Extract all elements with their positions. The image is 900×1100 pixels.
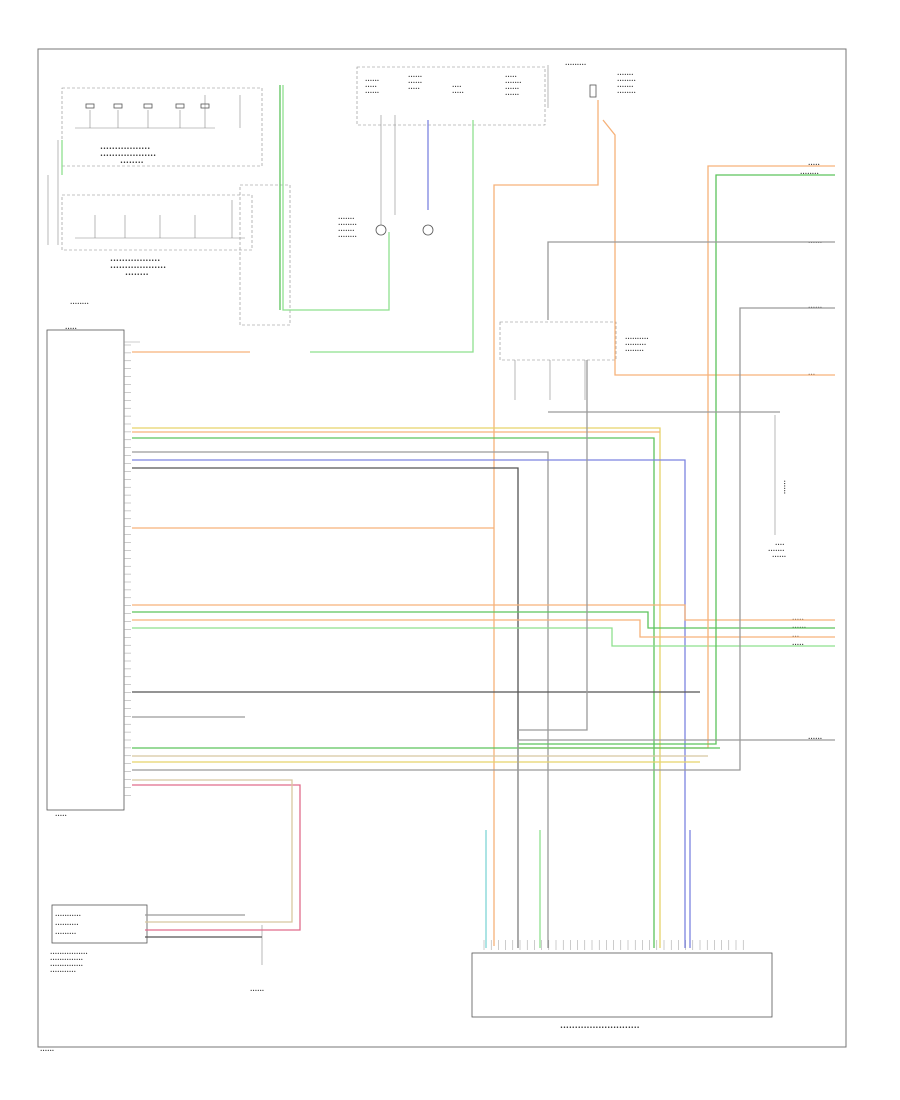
svg-text:••••••: •••••• (505, 92, 519, 97)
svg-text:•••••••: ••••••• (617, 72, 634, 77)
svg-text:••••••: •••••• (250, 988, 264, 993)
svg-text:•••••: ••••• (792, 642, 804, 647)
svg-text:••••••: •••••• (772, 554, 786, 559)
svg-text:••••••••: •••••••• (125, 272, 149, 278)
svg-text:••••••••: •••••••• (617, 78, 636, 83)
wire-speaker-dark (132, 467, 519, 948)
svg-text:••••••: •••••• (808, 736, 822, 741)
wire-rear-orange (132, 604, 835, 621)
svg-text:•••••••••••••••••••: ••••••••••••••••••• (100, 153, 156, 159)
svg-text:••••••••: •••••••• (70, 301, 89, 306)
wire-speaker-gray (132, 451, 549, 948)
svg-text:•••••••••••••••••: ••••••••••••••••• (100, 146, 150, 152)
wire-right-top-green (518, 174, 835, 745)
svg-text:••••••: •••••• (408, 74, 422, 79)
svg-text:•••••: ••••• (55, 813, 67, 818)
wire-rear-lt-green (132, 627, 835, 647)
svg-text:•••••: ••••• (505, 74, 517, 79)
steering-column-switch: ••••••••••• •••••••••• ••••••••• •••••••… (50, 904, 264, 993)
antenna-module: •••••• •••• ••••••• •••••• (768, 415, 787, 559)
page-code: •••••• (40, 1048, 54, 1053)
svg-text:•••••••: ••••••• (768, 548, 785, 553)
wire-rear-green (132, 611, 835, 629)
svg-text:•••••: ••••• (808, 162, 820, 167)
svg-text:•••••••••••: ••••••••••• (50, 969, 76, 974)
svg-text:••••: •••• (775, 542, 784, 547)
wire-speaker-yellow (132, 427, 661, 948)
svg-text:••••••••••: •••••••••• (625, 336, 649, 341)
radio-module-connector: •••••••• ••••• ••••• (46, 301, 140, 818)
wire-speaker-blue (132, 459, 686, 948)
svg-text:•••••••••: ••••••••• (55, 931, 76, 936)
wire-switch-to-radio-lt-green (310, 120, 474, 353)
wire-right-gray-2 (132, 307, 835, 771)
right-steering-switch-assembly: ••••••••••••••••• ••••••••••••••••••• ••… (61, 194, 253, 278)
svg-text:••••••: •••••• (365, 78, 379, 83)
left-steering-switch-assembly: ••••••••••••••••• ••••••••••••••••••• ••… (61, 87, 263, 167)
wire-gray-587 (518, 360, 588, 731)
svg-text:••••••••••••••••: •••••••••••••••• (50, 951, 88, 956)
svg-text:••••••••: •••••••• (338, 222, 357, 227)
svg-text:••••••••: •••••••• (338, 234, 357, 239)
wire-steering-lt-green (282, 85, 390, 311)
wire-speaker-green (132, 437, 655, 948)
svg-text:••••: •••• (452, 84, 461, 89)
svg-text:•••••••••: ••••••••• (565, 62, 586, 67)
svg-text:•••••: ••••• (365, 84, 377, 89)
svg-text:••••••••: •••••••• (800, 171, 819, 176)
svg-text:•••••••: ••••••• (505, 80, 522, 85)
svg-text:•••••••••••: ••••••••••• (55, 913, 81, 918)
diagram-frame (37, 48, 847, 1048)
svg-text:••••••••: •••••••• (617, 90, 636, 95)
wire-tan-loop (132, 779, 293, 923)
svg-text:•••••: ••••• (408, 86, 420, 91)
svg-text:•••••••••••••••••••: ••••••••••••••••••• (110, 265, 166, 271)
svg-text:•••••: ••••• (65, 326, 77, 331)
right-edge-connector: ••••• •••••••• •••••• •••••• ••• ••••• •… (792, 162, 822, 741)
svg-text:••••••••: •••••••• (120, 160, 144, 166)
svg-text:••••••••: •••••••• (625, 348, 644, 353)
wire-right-top-orange (518, 165, 835, 749)
svg-text:•••••••••••••••••: ••••••••••••••••• (110, 258, 160, 264)
wire-orange-right (602, 119, 835, 376)
audio-controller-module: ••••••••••••••••••••••••••• (471, 940, 773, 1031)
svg-text:•••••: ••••• (452, 90, 464, 95)
wire-harness (61, 85, 835, 948)
svg-text:•••••••••: ••••••••• (625, 342, 646, 347)
fuse-block-module: ••••••••• ••••••••••••••• ••••••••••••••… (547, 62, 636, 108)
svg-text:•••••••: ••••••• (338, 228, 355, 233)
svg-text:••••••: •••••• (365, 90, 379, 95)
svg-text:••••••: •••••• (505, 86, 519, 91)
wire-pink-loop (132, 784, 301, 931)
svg-text:••••••••••: •••••••••• (55, 922, 79, 927)
svg-text:••••••••••••••: •••••••••••••• (50, 963, 83, 968)
wire-rear-orange-2 (132, 619, 835, 638)
svg-text:•••••••••••••••••••••••••••: ••••••••••••••••••••••••••• (560, 1025, 640, 1031)
svg-text:•••••••: ••••••• (338, 216, 355, 221)
svg-text:••••••••••••••: •••••••••••••• (50, 957, 83, 962)
wire-orange-long (493, 100, 599, 946)
svg-text:•••••••: ••••••• (617, 84, 634, 89)
svg-text:••••••: •••••• (408, 80, 422, 85)
wire-gray-740 (517, 739, 835, 948)
top-center-switch-modules: ••••••••••••••••• ••••••••••••••••• ••••… (338, 66, 546, 239)
wire-right-gray (547, 241, 835, 320)
amplifier-relay-box: •••••••••• ••••••••• •••••••• (499, 321, 649, 400)
clockspring-outline (239, 184, 291, 326)
svg-text:••••••: •••••• (782, 480, 787, 494)
